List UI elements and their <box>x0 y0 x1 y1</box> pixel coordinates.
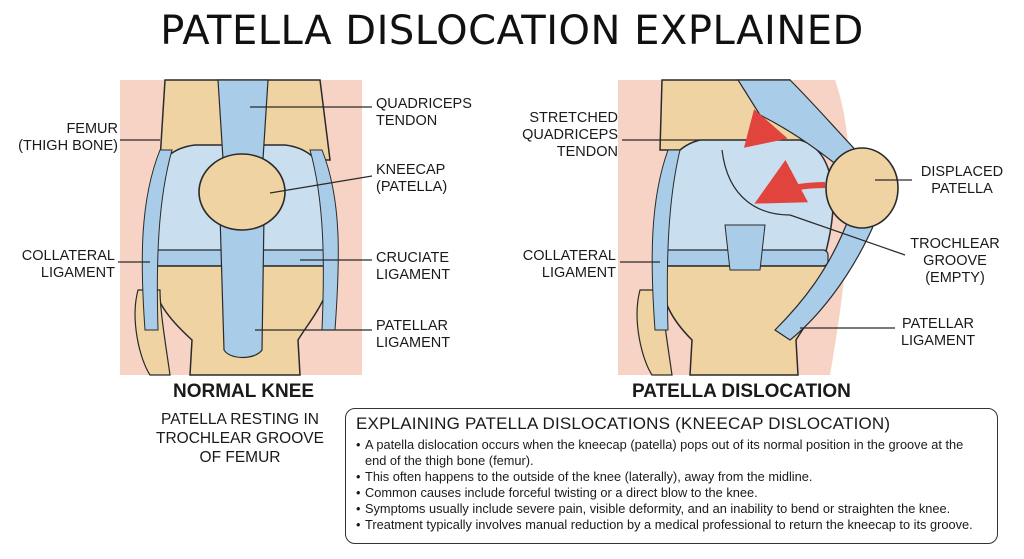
label-stretched-quadriceps-tendon: STRETCHED QUADRICEPS TENDON <box>522 110 618 160</box>
info-box-bullets: A patella dislocation occurs when the kn… <box>356 437 987 533</box>
label-collateral-ligament: COLLATERAL LIGAMENT <box>21 248 115 281</box>
label-trochlear-groove: TROCHLEAR GROOVE (EMPTY) <box>910 236 1000 286</box>
info-bullet: Treatment typically involves manual redu… <box>356 517 987 533</box>
dislocated-knee-illustration <box>618 79 912 376</box>
label-patellar-ligament: PATELLAR LIGAMENT <box>376 318 451 351</box>
page-title: PATELLA DISLOCATION EXPLAINED <box>160 8 864 54</box>
label-displaced-patella: DISPLACED PATELLA <box>920 164 1004 197</box>
displacement-arrow <box>754 159 826 204</box>
leader-trochlear-groove <box>789 214 906 256</box>
info-box-heading: EXPLAINING PATELLA DISLOCATIONS (KNEECAP… <box>356 414 891 433</box>
info-bullet: A patella dislocation occurs when the kn… <box>356 437 987 469</box>
normal-patellar-ligament <box>219 214 265 359</box>
label-femur: FEMUR (THIGH BONE) <box>18 121 118 154</box>
info-bullet: Common causes include forceful twisting … <box>356 485 987 501</box>
normal-knee-caption: NORMAL KNEE <box>173 381 315 402</box>
info-bullet: Symptoms usually include severe pain, vi… <box>356 501 987 517</box>
normal-knee-subcaption: PATELLA RESTING IN TROCHLEAR GROOVE OF F… <box>156 411 324 466</box>
displaced-patella <box>825 147 899 229</box>
normal-knee-illustration <box>118 79 373 376</box>
label-dislocated-patellar-ligament: PATELLAR LIGAMENT <box>900 316 976 349</box>
empty-trochlear-groove <box>721 149 791 216</box>
info-box: EXPLAINING PATELLA DISLOCATIONS (KNEECAP… <box>345 408 998 544</box>
dislocated-collateral-ligament <box>651 149 681 331</box>
label-quadriceps-tendon: QUADRICEPS TENDON <box>376 96 472 129</box>
dislocation-caption: PATELLA DISLOCATION <box>632 381 851 402</box>
leader-kneecap <box>269 175 373 194</box>
normal-collateral-ligament-left <box>141 149 173 331</box>
label-cruciate-ligament: CRUCIATE LIGAMENT <box>376 250 451 283</box>
stretch-arrow <box>743 109 788 148</box>
dislocated-patellar-ligament <box>774 214 876 341</box>
label-dislocated-collateral-ligament: COLLATERAL LIGAMENT <box>522 248 616 281</box>
info-bullet: This often happens to the outside of the… <box>356 469 987 485</box>
normal-patella <box>198 153 286 231</box>
label-kneecap: KNEECAP (PATELLA) <box>376 162 448 195</box>
dislocated-cruciate-ligament <box>724 224 766 271</box>
